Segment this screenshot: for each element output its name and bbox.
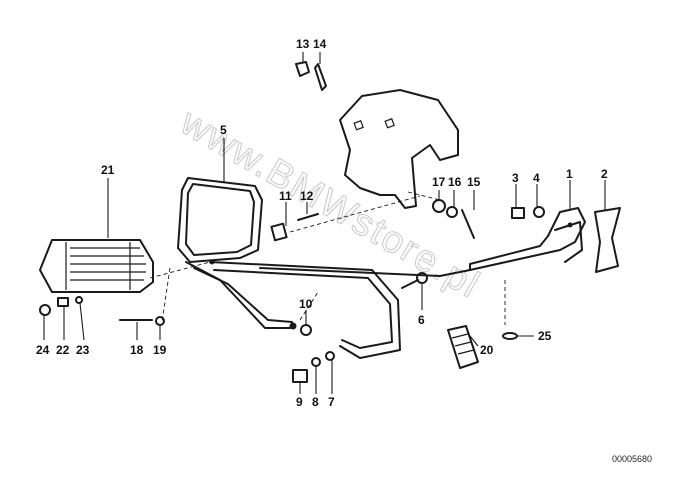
protection-bar-frame <box>177 177 471 359</box>
callout-11: 11 <box>279 189 292 203</box>
callout-21: 21 <box>101 163 115 177</box>
drawing-code: 00005680 <box>612 454 652 464</box>
luggage-grille <box>39 239 154 293</box>
stand-bracket <box>469 207 586 271</box>
callout-4: 4 <box>533 171 540 185</box>
callout-17: 17 <box>432 175 446 189</box>
callout-24: 24 <box>36 343 50 357</box>
hardware-items <box>39 61 545 383</box>
callout-labels: 13 14 5 21 11 12 17 16 15 3 4 1 2 6 10 9… <box>36 37 608 409</box>
cover-plate <box>594 207 621 273</box>
callout-1: 1 <box>566 167 573 181</box>
callout-19: 19 <box>153 343 167 357</box>
callout-7: 7 <box>328 395 335 409</box>
callout-6: 6 <box>418 313 425 327</box>
callout-9: 9 <box>296 395 303 409</box>
callout-22: 22 <box>56 343 70 357</box>
callout-10: 10 <box>299 297 313 311</box>
callout-13: 13 <box>296 37 310 51</box>
callout-2: 2 <box>601 167 608 181</box>
callout-5: 5 <box>220 123 227 137</box>
callout-15: 15 <box>467 175 481 189</box>
upper-bracket-plate <box>339 89 459 209</box>
callout-12: 12 <box>300 189 314 203</box>
callout-18: 18 <box>130 343 144 357</box>
callout-3: 3 <box>512 171 519 185</box>
callout-14: 14 <box>313 37 327 51</box>
callout-25: 25 <box>538 329 552 343</box>
label-leader-lines <box>43 52 606 394</box>
assembly-guide-lines <box>149 191 506 325</box>
callout-8: 8 <box>312 395 319 409</box>
callout-16: 16 <box>448 175 462 189</box>
callout-20: 20 <box>480 343 494 357</box>
callout-23: 23 <box>76 343 90 357</box>
